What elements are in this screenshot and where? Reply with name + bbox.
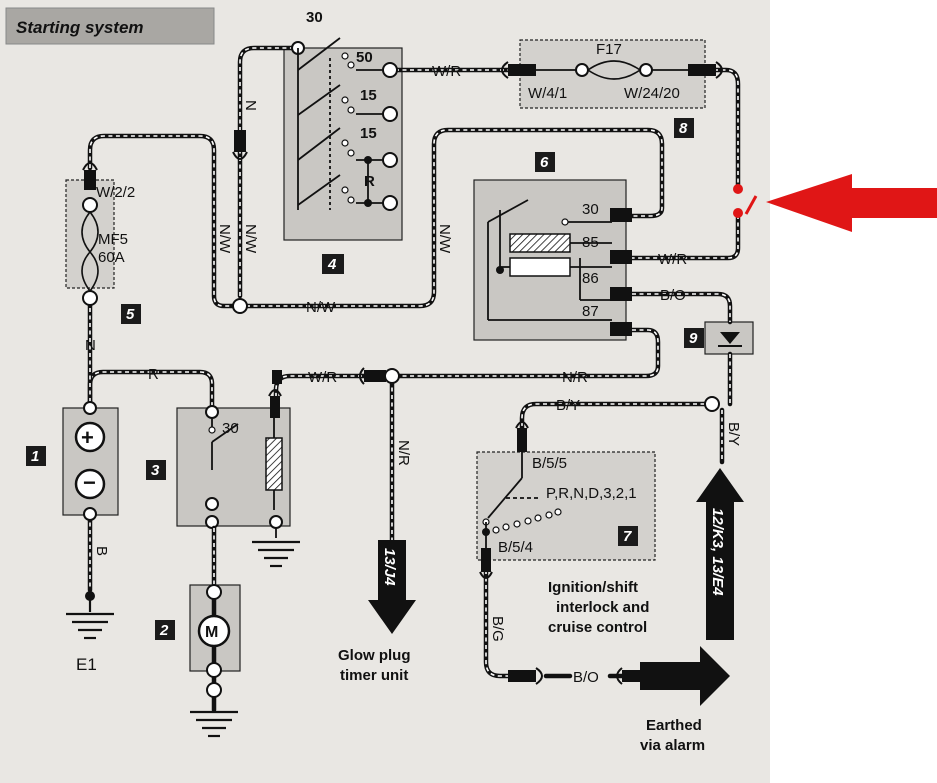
maxi-fuse-rating-label: 60A bbox=[98, 249, 125, 266]
tag-5: 5 bbox=[126, 306, 135, 323]
wire-nw-a: N/W bbox=[216, 224, 233, 254]
interlock-bottom-label: B/5/4 bbox=[498, 539, 533, 556]
wire-nr-down: N/R bbox=[395, 440, 412, 466]
earth-caption-2: via alarm bbox=[640, 737, 705, 754]
glow-ref-label: 13/J4 bbox=[381, 548, 398, 586]
battery: + − E1 bbox=[66, 401, 114, 674]
tag-2: 2 bbox=[159, 622, 169, 639]
break-point-top bbox=[733, 184, 743, 194]
interlock-positions-label: P,R,N,D,3,2,1 bbox=[546, 485, 637, 502]
wire-nr-mid: N/R bbox=[562, 369, 588, 386]
interlock-caption-2: interlock and bbox=[556, 599, 649, 616]
svg-text:−: − bbox=[83, 470, 96, 495]
diode bbox=[718, 332, 742, 347]
wire-r-battery: R bbox=[148, 366, 159, 383]
wire-by-h: B/Y bbox=[556, 397, 580, 414]
glow-caption-1: Glow plug bbox=[338, 647, 411, 664]
cruise-ref-label: 12/K3, 13/E4 bbox=[709, 508, 726, 596]
wire-bg: B/G bbox=[489, 616, 506, 642]
tag-6: 6 bbox=[540, 154, 549, 171]
terminal-50-label: 50 bbox=[356, 49, 373, 66]
relay-85-label: 85 bbox=[582, 234, 599, 251]
starter-motor: M bbox=[190, 525, 238, 738]
maxi-fuse-top-label: W/2/2 bbox=[96, 184, 135, 201]
page-title: Starting system bbox=[16, 18, 144, 37]
svg-text:+: + bbox=[81, 425, 94, 450]
wire-wr-top: W/R bbox=[432, 63, 461, 80]
solenoid-30-label: 30 bbox=[222, 420, 239, 437]
title-banner: Starting system bbox=[5, 7, 215, 45]
fuse-box-box bbox=[519, 39, 706, 109]
starter-solenoid: 30 bbox=[205, 389, 300, 568]
wire-labels: N N N/W N/W N/W N/W W/R W/R B/O R W/R N/… bbox=[85, 63, 742, 686]
connector-n bbox=[234, 130, 246, 152]
relay-86-label: 86 bbox=[582, 270, 599, 287]
interlock-caption-1: Ignition/shift bbox=[548, 579, 638, 596]
wire-b-ground: B bbox=[93, 546, 110, 556]
maxi-fuse: W/2/2 MF5 60A bbox=[81, 184, 135, 306]
fuse-box-left-label: W/4/1 bbox=[528, 85, 567, 102]
tag-4: 4 bbox=[327, 256, 337, 273]
fuse-box-right-label: W/24/20 bbox=[624, 85, 680, 102]
tag-8: 8 bbox=[679, 120, 688, 137]
wire-by-v: B/Y bbox=[725, 422, 742, 446]
terminal-30-label: 30 bbox=[306, 9, 323, 26]
wire-nw-c: N/W bbox=[436, 224, 453, 254]
junction-by bbox=[704, 396, 720, 412]
connector-w22 bbox=[84, 170, 96, 190]
terminal-15a-label: 15 bbox=[360, 87, 377, 104]
earth-caption-1: Earthed bbox=[646, 717, 702, 734]
highlight-marker bbox=[733, 174, 937, 232]
interlock-caption-3: cruise control bbox=[548, 619, 647, 636]
tag-3: 3 bbox=[151, 462, 160, 479]
interlock-switch: B/5/5 P,R,N,D,3,2,1 B/5/4 bbox=[479, 421, 637, 579]
wire-wr-relay: W/R bbox=[658, 251, 687, 268]
relay-87-label: 87 bbox=[582, 303, 599, 320]
relay-30-label: 30 bbox=[582, 201, 599, 218]
earth-reference: Earthed via alarm bbox=[640, 646, 730, 754]
tag-7: 7 bbox=[623, 528, 632, 545]
tag-1: 1 bbox=[31, 448, 39, 465]
tag-9: 9 bbox=[689, 330, 698, 347]
component-tags: 1 2 3 4 5 6 7 8 9 bbox=[26, 118, 704, 640]
maxi-fuse-name-label: MF5 bbox=[98, 231, 128, 248]
fuse-f17-label: F17 bbox=[596, 41, 622, 58]
glow-caption-2: timer unit bbox=[340, 667, 408, 684]
glow-plug-reference: 13/J4 Glow plug timer unit bbox=[338, 540, 416, 684]
wires bbox=[87, 45, 741, 679]
starter-relay: 30 85 86 87 bbox=[487, 199, 632, 336]
wire-n-left: N bbox=[85, 337, 96, 354]
wire-nw-b: N/W bbox=[242, 224, 259, 254]
wire-nw-bottom: N/W bbox=[306, 299, 336, 316]
wire-bo-relay: B/O bbox=[660, 287, 686, 304]
red-arrow bbox=[766, 174, 937, 232]
wire-n-top: N bbox=[242, 100, 259, 111]
motor-symbol: M bbox=[205, 624, 218, 641]
interlock-top-label: B/5/5 bbox=[532, 455, 567, 472]
terminal-r-label: R bbox=[364, 173, 375, 190]
junction-wr bbox=[384, 368, 400, 384]
ignition-switch: 30 50 15 15 R bbox=[291, 9, 398, 211]
wire-wr-mid: W/R bbox=[308, 369, 337, 386]
junction-nw bbox=[232, 298, 248, 314]
earth-e1-label: E1 bbox=[76, 655, 97, 674]
terminal-15b-label: 15 bbox=[360, 125, 377, 142]
break-point-bottom bbox=[733, 208, 743, 218]
fuse-box: F17 W/4/1 W/24/20 bbox=[501, 41, 723, 102]
wire-bo-bottom: B/O bbox=[573, 669, 599, 686]
cruise-reference: 12/K3, 13/E4 Ignition/shift interlock an… bbox=[548, 468, 744, 640]
